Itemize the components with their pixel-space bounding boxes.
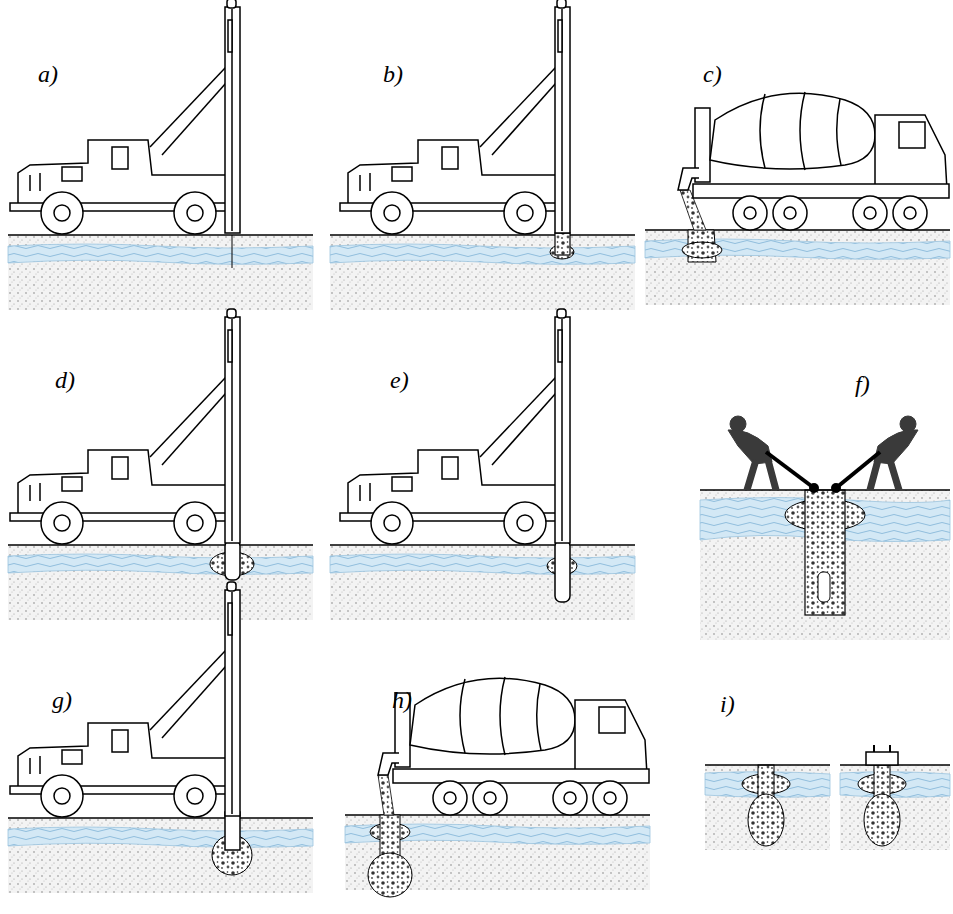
- step-letter: g): [52, 688, 72, 712]
- step-letter: f): [855, 372, 870, 396]
- step-letter: e): [390, 368, 409, 392]
- step-letter: i): [720, 692, 735, 716]
- step-letter: c): [703, 62, 722, 86]
- step-letter: a): [38, 62, 58, 86]
- step-letter: b): [383, 62, 403, 86]
- step-letter: d): [55, 368, 75, 392]
- step-letter: h): [392, 688, 412, 712]
